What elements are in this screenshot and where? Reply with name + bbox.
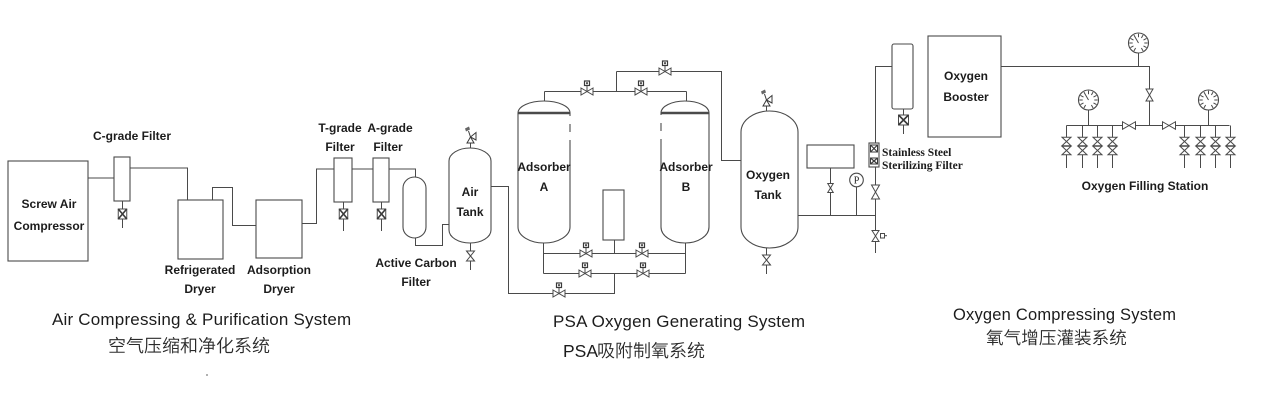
svg-text:Dryer: Dryer: [184, 282, 216, 296]
svg-text:A: A: [540, 180, 549, 194]
svg-text:PSA: PSA: [563, 341, 598, 361]
svg-text:Dryer: Dryer: [263, 282, 295, 296]
svg-text:PSA Oxygen Generating System: PSA Oxygen Generating System: [553, 312, 805, 331]
svg-text:B: B: [682, 180, 691, 194]
svg-text:Oxygen Filling Station: Oxygen Filling Station: [1082, 179, 1209, 193]
svg-text:Filter: Filter: [325, 140, 355, 154]
svg-text:Filter: Filter: [373, 140, 403, 154]
svg-text:Screw Air: Screw Air: [22, 197, 77, 211]
svg-text:Air Compressing & Purification: Air Compressing & Purification System: [52, 310, 351, 329]
svg-text:Oxygen: Oxygen: [944, 69, 988, 83]
svg-text:Oxygen: Oxygen: [746, 168, 790, 182]
svg-text:Tank: Tank: [754, 188, 781, 202]
svg-text:Booster: Booster: [943, 90, 989, 104]
svg-text:Adsorber: Adsorber: [659, 160, 713, 174]
svg-text:Sterilizing Filter: Sterilizing Filter: [882, 160, 963, 172]
svg-text:Adsorber: Adsorber: [517, 160, 571, 174]
svg-text:T-grade: T-grade: [318, 121, 362, 135]
svg-text:A-grade: A-grade: [367, 121, 413, 135]
svg-text:P: P: [854, 176, 860, 187]
svg-text:Refrigerated: Refrigerated: [165, 263, 236, 277]
svg-text:Air: Air: [462, 185, 479, 199]
svg-text:Stainless Steel: Stainless Steel: [882, 147, 951, 159]
svg-text:Adsorption: Adsorption: [247, 263, 311, 277]
svg-text:Filter: Filter: [401, 275, 431, 289]
svg-text:Compressor: Compressor: [14, 219, 85, 233]
svg-text:Oxygen Compressing System: Oxygen Compressing System: [953, 306, 1176, 324]
svg-text:C-grade Filter: C-grade Filter: [93, 129, 171, 143]
svg-text:Active Carbon: Active Carbon: [375, 256, 456, 270]
svg-text:Tank: Tank: [456, 205, 483, 219]
